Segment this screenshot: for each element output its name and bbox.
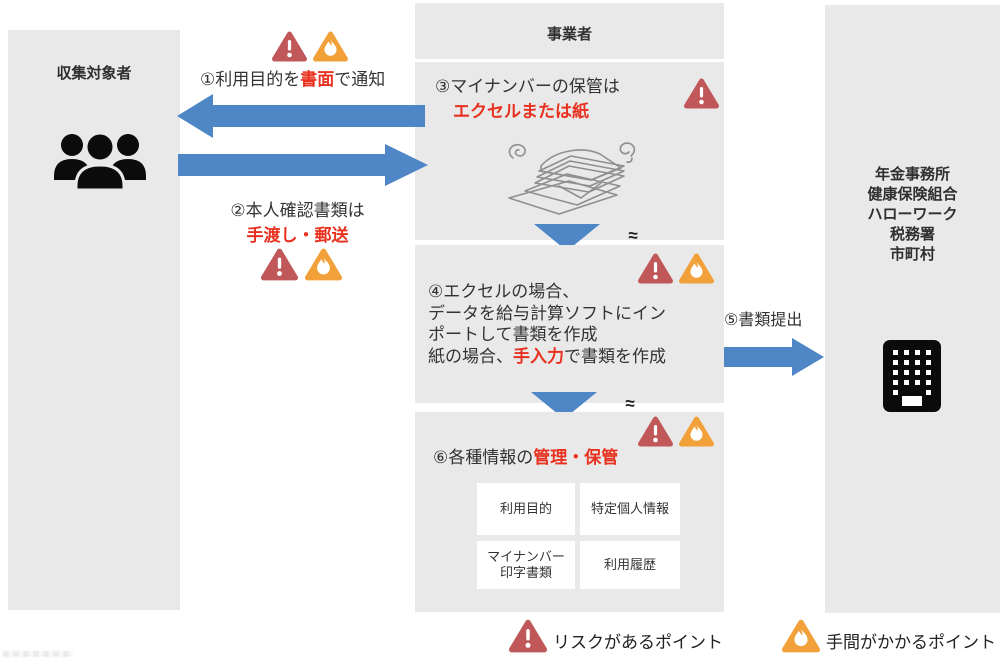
step3-risk-warning-icon <box>683 76 720 115</box>
legend-effort-icon <box>781 617 821 659</box>
people-group-icon <box>52 130 148 196</box>
step2-risk-warning-icon <box>260 246 299 287</box>
arrow-documents-right <box>724 336 824 383</box>
step2-label: ②本人確認書類は 手渡し・郵送 <box>200 196 395 246</box>
storage-box-usage-history-label: 利用履歴 <box>603 557 656 572</box>
government-building-icon <box>881 338 943 419</box>
step4-line2: データを給与計算ソフトにイン <box>428 303 666 323</box>
legend-effort-label: 手間がかかるポイント <box>826 633 996 652</box>
agency-health-insurance: 健康保険組合 <box>867 186 958 203</box>
step3-text: ③マイナンバーの保管は <box>435 77 620 96</box>
left-panel-collection-subjects: 収集対象者 <box>8 30 180 610</box>
storage-box-mynumber-printed-docs-line2: 印字書類 <box>499 565 552 580</box>
step4-line3: ポートして書類を作成 <box>428 325 598 344</box>
middle-panel-title: 事業者 <box>546 26 592 43</box>
step3-emphasis: エクセルまたは紙 <box>453 102 589 121</box>
step4-emphasis: 手入力 <box>513 346 564 366</box>
step4-effort-warning-icon <box>678 251 715 290</box>
middle-panel-header: 事業者 <box>415 3 724 59</box>
legend-risk-label: リスクがあるポイント <box>553 633 723 652</box>
step1-text-pre: ①利用目的を <box>200 70 301 89</box>
step1-text-post: で通知 <box>334 70 386 89</box>
step4-line4-post: で書類を作成 <box>564 346 666 366</box>
arrow-notify-left <box>177 92 425 145</box>
approx-symbol-2: ≈ <box>625 394 635 413</box>
step6-risk-warning-icon <box>637 414 674 453</box>
legend-risk-icon <box>508 617 548 659</box>
step1-emphasis: 書面 <box>300 70 335 89</box>
down-connector-1: ≈ <box>534 224 638 251</box>
storage-box-usage-purpose: 利用目的 <box>477 483 575 535</box>
step6-label: ⑥各種情報の管理・保管 <box>433 443 618 468</box>
step4-label: ④エクセルの場合、 データを給与計算ソフトにイン ポートして書類を作成 紙の場合… <box>428 281 666 367</box>
step4-line1: ④エクセルの場合、 <box>428 282 580 301</box>
agency-municipality: 市町村 <box>889 246 935 263</box>
step5-label: ⑤書類提出 <box>724 312 803 329</box>
step1-effort-warning-icon <box>312 29 349 68</box>
right-panel-agencies: 年金事務所 健康保険組合 ハローワーク 税務署 市町村 <box>825 5 1000 613</box>
step2-emphasis: 手渡し・郵送 <box>246 226 349 245</box>
paper-stack-doodle-icon <box>497 128 647 228</box>
step4-risk-warning-icon <box>637 251 674 290</box>
agency-hello-work: ハローワーク <box>867 206 958 223</box>
agency-list: 年金事務所 健康保険組合 ハローワーク 税務署 市町村 <box>825 165 1000 265</box>
down-connector-2: ≈ <box>531 392 635 419</box>
step2-effort-warning-icon <box>304 246 343 287</box>
storage-box-mynumber-printed-docs: マイナンバー 印字書類 <box>477 541 575 589</box>
step4-line4-pre: 紙の場合、 <box>428 346 513 366</box>
left-panel-title: 収集対象者 <box>56 65 132 82</box>
agency-pension-office: 年金事務所 <box>874 166 950 183</box>
step6-text-pre: ⑥各種情報の <box>433 448 534 467</box>
step2-text: ②本人確認書類は <box>230 201 365 220</box>
storage-box-specific-personal-info-label: 特定個人情報 <box>590 501 669 516</box>
agency-tax-office: 税務署 <box>889 226 935 243</box>
storage-box-specific-personal-info: 特定個人情報 <box>580 483 680 535</box>
step4-box <box>415 245 724 403</box>
step1-label: ①利用目的を書面で通知 <box>200 65 385 90</box>
storage-box-mynumber-printed-docs-line1: マイナンバー <box>487 549 565 564</box>
step3-label: ③マイナンバーの保管は エクセルまたは紙 <box>435 72 620 122</box>
step6-effort-warning-icon <box>678 414 715 453</box>
step6-emphasis: 管理・保管 <box>533 448 619 467</box>
step1-risk-warning-icon <box>271 29 308 68</box>
faint-watermark <box>3 651 73 657</box>
storage-box-usage-history: 利用履歴 <box>580 541 680 589</box>
storage-box-usage-purpose-label: 利用目的 <box>499 501 552 516</box>
arrow-submit-right <box>178 142 428 193</box>
approx-symbol-1: ≈ <box>628 226 638 245</box>
